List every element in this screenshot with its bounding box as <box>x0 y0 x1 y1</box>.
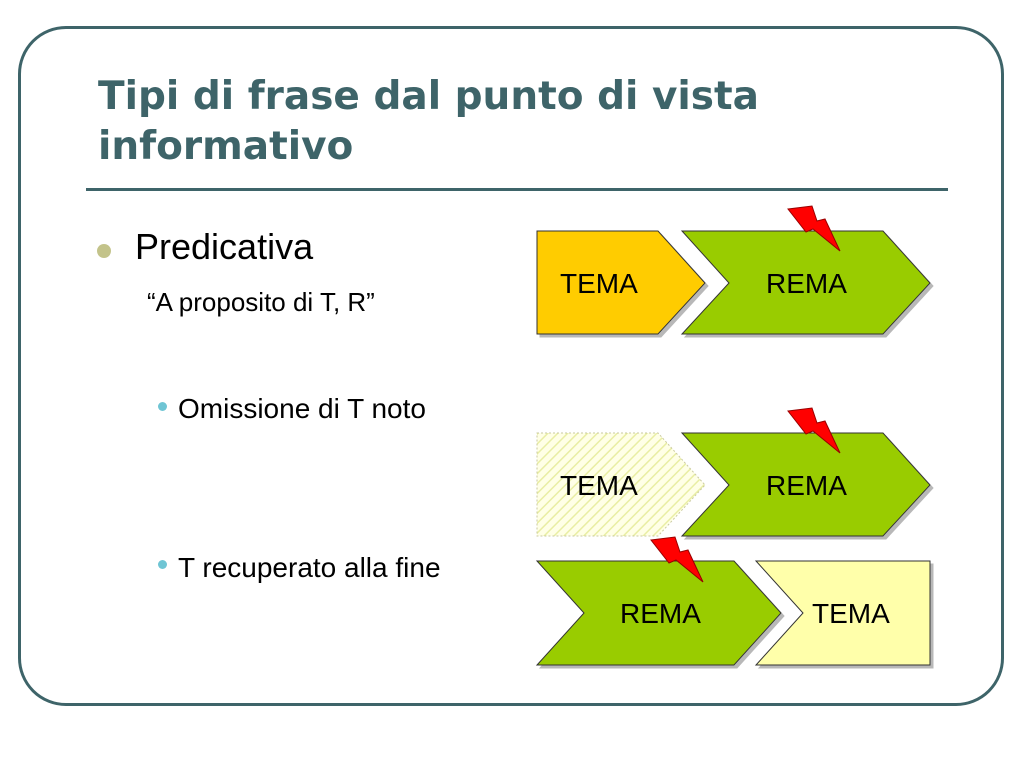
bullet-predicativa-subtext: “A proposito di T, R” <box>147 287 375 317</box>
tema-label: TEMA <box>560 470 638 501</box>
lightning-icon <box>787 407 841 454</box>
rema-shape <box>680 230 931 335</box>
bullet-recuperato: T recuperato alla fine <box>178 552 441 583</box>
tema-shape <box>536 230 706 335</box>
slide-title: Tipi di frase dal punto di vista informa… <box>98 74 759 169</box>
rema-shape <box>535 560 782 666</box>
diagram-row-1: TEMA REMA <box>536 205 931 335</box>
tema-label: TEMA <box>812 598 890 629</box>
title-divider <box>86 188 948 191</box>
tema-label: TEMA <box>560 268 638 299</box>
rema-shape <box>680 432 931 537</box>
lightning-icon <box>650 536 704 583</box>
bullet-predicativa: Predicativa <box>135 226 314 267</box>
bullet-dot <box>158 560 167 569</box>
rema-label: REMA <box>766 268 847 299</box>
rema-label: REMA <box>620 598 701 629</box>
diagram-row-2: TEMA REMA <box>536 407 931 537</box>
rema-label: REMA <box>766 470 847 501</box>
bullet-omissione: Omissione di T noto <box>178 393 426 424</box>
bullet-dot <box>158 402 167 411</box>
tema-shape-pale <box>754 560 931 666</box>
tema-shape-hatched <box>536 432 706 537</box>
diagram-row-3: REMA TEMA <box>535 536 931 666</box>
lightning-icon <box>787 205 841 252</box>
bullet-dot <box>97 244 111 258</box>
slide-frame <box>18 26 1004 706</box>
